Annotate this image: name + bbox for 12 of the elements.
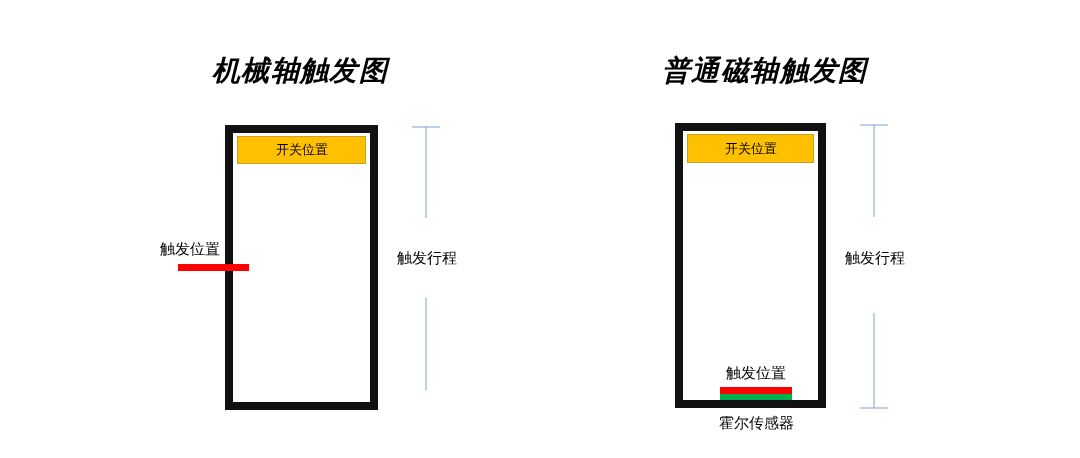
position-caption: 触发位置: [725, 363, 787, 383]
travel-label: 触发行程: [844, 248, 906, 268]
switch-body-box: [225, 125, 378, 410]
position-caption: 触发位置: [159, 239, 221, 259]
position-text: 开关位置: [275, 141, 328, 160]
position-caption: 霍尔传感器: [717, 413, 795, 433]
position-text: 开关位置: [724, 139, 777, 158]
switch-position-bar: [687, 134, 814, 163]
travel-label: 触发行程: [396, 248, 458, 268]
switch-position-bar: [237, 136, 366, 164]
diagram-heading: 机械轴触发图: [210, 54, 391, 88]
diagram-heading: 普通磁轴触发图: [661, 54, 870, 88]
